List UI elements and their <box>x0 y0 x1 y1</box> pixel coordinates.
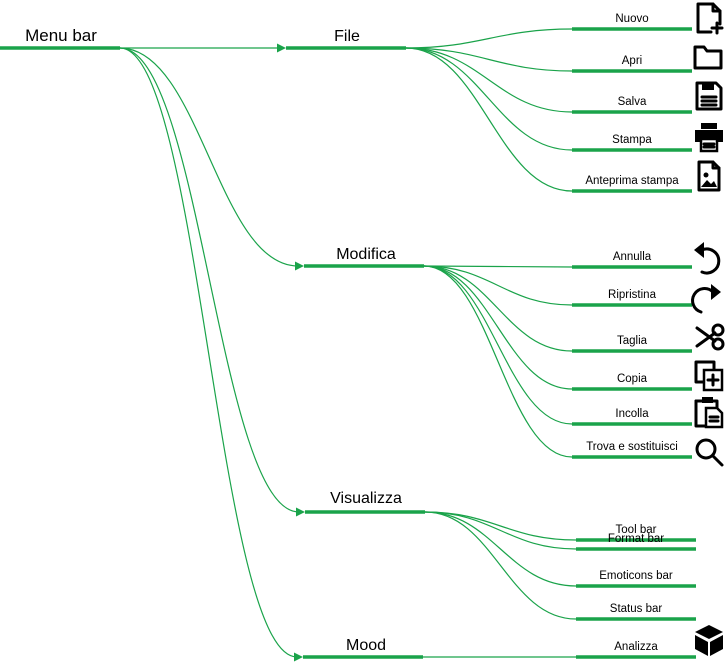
item-label-ripristina: Ripristina <box>608 289 657 301</box>
item-label-emoticons-bar: Emoticons bar <box>599 570 673 582</box>
paste-icon <box>694 397 724 429</box>
link-modifica-incolla <box>423 265 573 425</box>
link-root-visualizza <box>119 47 300 513</box>
item-label-format-bar: Format bar <box>608 533 664 545</box>
link-modifica-annulla <box>423 265 573 268</box>
menu-label-mood: Mood <box>346 637 386 654</box>
link-visualizza-status-bar <box>424 511 577 620</box>
branch-bars <box>0 27 696 659</box>
new-file-icon <box>696 2 724 35</box>
printer-icon <box>695 123 723 153</box>
search-icon <box>695 438 724 467</box>
link-modifica-trova-e-sostituisci <box>423 265 573 458</box>
arrow-file <box>277 43 286 53</box>
item-label-incolla: Incolla <box>615 408 649 420</box>
arrow-visualizza <box>296 507 305 517</box>
print-preview-icon <box>697 160 721 192</box>
item-label-trova-e-sostituisci: Trova e sostituisci <box>586 441 678 453</box>
undo-icon <box>694 242 721 275</box>
link-root-modifica <box>119 47 299 267</box>
cube-icon <box>695 625 723 656</box>
arrow-mood <box>294 652 303 662</box>
item-label-analizza: Analizza <box>614 641 658 653</box>
menu-label-file: File <box>334 28 360 45</box>
item-label-status-bar: Status bar <box>610 603 663 615</box>
item-label-apri: Apri <box>622 55 642 67</box>
item-label-anteprima-stampa: Anteprima stampa <box>585 175 679 187</box>
link-root-mood <box>119 47 298 658</box>
arrow-modifica <box>295 261 304 271</box>
link-file-apri <box>405 47 573 72</box>
menu-label-visualizza: Visualizza <box>330 490 402 507</box>
save-icon <box>695 81 723 111</box>
item-label-stampa: Stampa <box>612 134 652 146</box>
scissors-icon <box>695 323 725 351</box>
link-file-stampa <box>405 47 573 151</box>
item-label-nuovo: Nuovo <box>615 13 648 25</box>
link-modifica-ripristina <box>423 265 573 306</box>
item-icons <box>691 2 725 656</box>
link-modifica-copia <box>423 265 573 390</box>
redo-icon <box>691 284 721 314</box>
item-label-annulla: Annulla <box>613 251 652 263</box>
link-file-nuovo <box>405 28 573 49</box>
folder-icon <box>693 45 723 70</box>
item-label-taglia: Taglia <box>617 335 648 347</box>
menu-label-modifica: Modifica <box>336 246 396 263</box>
item-label-copia: Copia <box>617 373 648 385</box>
branch-labels: Menu bar File NuovoApriSalvaStampaAnteprim… <box>25 13 679 654</box>
link-file-salva <box>405 47 573 113</box>
link-visualizza-format-bar <box>424 511 577 550</box>
connector-links <box>119 28 577 662</box>
link-file-anteprima-stampa <box>405 47 573 192</box>
link-modifica-taglia <box>423 265 573 352</box>
item-label-salva: Salva <box>618 96 647 108</box>
root-label: Menu bar <box>25 26 97 45</box>
copy-icon <box>694 360 724 392</box>
item-label-tool-bar: Tool bar <box>616 524 657 536</box>
link-visualizza-emoticons-bar <box>424 511 577 587</box>
